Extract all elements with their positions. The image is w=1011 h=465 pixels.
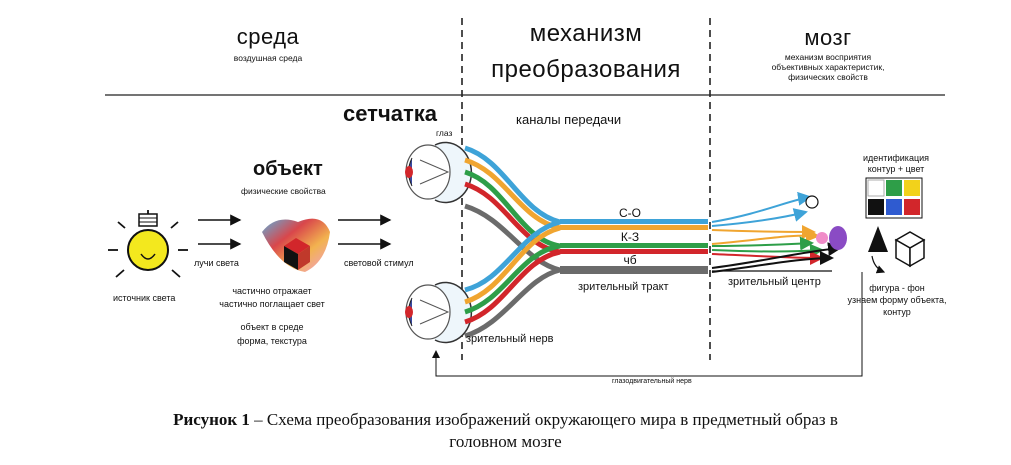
object-subtitle: физические свойства <box>241 186 326 196</box>
figure-caption-bold: Рисунок 1 <box>173 410 250 429</box>
visual-tract-bands <box>560 219 708 274</box>
channel-label-kz: К-З <box>620 230 640 244</box>
channels-title: каналы передачи <box>516 112 622 127</box>
figure-ground-line-2: узнаем форму объекта, <box>847 295 947 305</box>
env-title: среда <box>236 24 300 49</box>
figure-ground-line-3: контур <box>883 307 911 317</box>
object-note-2: частично поглащает свет <box>219 299 325 309</box>
target-purple-icon <box>829 226 847 250</box>
optic-nerve-label: зрительный нерв <box>466 333 554 345</box>
mech-title-line2: преобразования <box>491 56 681 83</box>
object-note-1: частично отражает <box>232 286 312 296</box>
visual-center-label: зрительный центр <box>728 276 821 288</box>
retina-title: сетчатка <box>343 101 437 126</box>
figure-caption-line-2: головном мозге <box>449 432 562 451</box>
identification-line-1: идентификация <box>862 153 930 163</box>
identification-line-2: контур + цвет <box>867 164 925 174</box>
color-palette-icon <box>865 177 923 219</box>
object-cube-icon <box>262 218 330 272</box>
figure-caption-text: – Схема преобразования изображений окруж… <box>249 410 838 429</box>
brain-subtitle-2: объективных характеристик, <box>771 62 885 72</box>
eye-bottom-icon <box>405 281 473 344</box>
target-circle-icon <box>805 195 819 209</box>
channel-label-bw: чб <box>623 253 637 267</box>
object-title: объект <box>253 158 323 180</box>
oculomotor-nerve-label: глазодвигательный нерв <box>612 378 692 385</box>
visual-tract-label: зрительный тракт <box>578 281 669 293</box>
rays-label: лучи света <box>194 258 239 268</box>
brain-subtitle-1: механизм восприятия <box>784 52 872 62</box>
retina-subtitle: глаз <box>436 128 453 138</box>
brain-title: мозг <box>804 25 852 50</box>
figure-ground-icon <box>868 226 926 274</box>
figure-caption-line-1: Рисунок 1 – Схема преобразования изображ… <box>0 409 1011 430</box>
brain-subtitle-3: физических свойств <box>788 72 868 82</box>
stimulus-label: световой стимул <box>344 258 414 268</box>
figure-ground-line-1: фигура - фон <box>869 283 925 293</box>
object-note-4: форма, текстура <box>237 336 307 346</box>
oculomotor-nerve-line <box>435 272 863 377</box>
optic-nerve-fibres <box>464 145 561 339</box>
target-pink-icon <box>816 232 828 244</box>
light-bulb-icon <box>108 210 188 278</box>
mech-title-line1: механизм <box>529 20 643 47</box>
object-note-3: объект в среде <box>240 322 304 332</box>
light-source-label: источник света <box>113 293 176 303</box>
env-subtitle: воздушная среда <box>233 53 303 63</box>
eye-top-icon <box>405 141 473 204</box>
channel-label-co: С-О <box>619 206 641 220</box>
